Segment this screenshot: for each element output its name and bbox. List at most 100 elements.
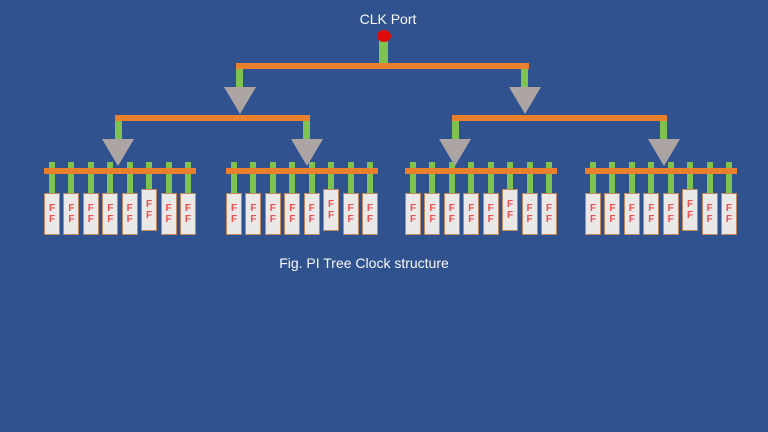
- clock-stub-net: [706, 162, 713, 193]
- clock-stub-net: [590, 162, 596, 193]
- flipflop-label: F: [706, 203, 713, 214]
- flipflop-label: F: [68, 203, 75, 214]
- flipflop-cell: F F: [502, 160, 519, 236]
- flipflop-cell: F F: [160, 160, 177, 236]
- clock-bar-level2-right: [452, 115, 667, 121]
- clk-port-dot-icon: [377, 30, 391, 42]
- flipflop: F F: [82, 193, 99, 235]
- clock-drop-net: [236, 68, 243, 88]
- flipflop-cell: F F: [424, 160, 441, 236]
- flipflop-label: F: [706, 214, 713, 225]
- clock-bar-leaf: [44, 168, 196, 174]
- clock-stub-net: [667, 162, 674, 193]
- flipflop-cell: F F: [226, 160, 242, 236]
- clock-stub-net: [725, 162, 732, 193]
- flipflop-label: F: [269, 214, 276, 225]
- flipflop: F F: [264, 193, 281, 235]
- flipflop: F F: [701, 193, 718, 235]
- flipflop-label: F: [68, 214, 75, 225]
- flipflop: F F: [662, 193, 679, 235]
- down-arrow-icon: [291, 139, 323, 166]
- clock-stub-net: [126, 162, 133, 193]
- flipflop: F F: [682, 189, 699, 231]
- clock-bar-level1: [236, 63, 529, 69]
- flipflop-cell: F F: [245, 160, 262, 236]
- flipflop-label: F: [526, 203, 533, 214]
- clock-stub-net: [628, 162, 635, 193]
- clock-stub-net: [165, 162, 172, 193]
- clock-stub-net: [487, 162, 494, 193]
- flipflop-label: F: [468, 203, 475, 214]
- flipflop-label: F: [184, 214, 191, 225]
- flipflop-cell: F F: [701, 160, 718, 236]
- clock-stub-net: [687, 162, 694, 193]
- clock-stub-net: [347, 162, 354, 193]
- flipflop: F F: [226, 193, 242, 235]
- clock-stub-net: [609, 162, 616, 193]
- flipflop-label: F: [609, 203, 616, 214]
- flipflop-label: F: [468, 214, 475, 225]
- flipflop-cell: F F: [463, 160, 480, 236]
- flipflop-group-2: F F F F F F F F F F F F: [226, 160, 378, 236]
- flipflop-label: F: [667, 214, 674, 225]
- clock-drop-net: [521, 68, 528, 88]
- flipflop-label: F: [409, 203, 417, 214]
- flipflop-label: F: [289, 203, 296, 214]
- flipflop: F F: [284, 193, 301, 235]
- flipflop: F F: [179, 193, 196, 235]
- flipflop-cell: F F: [121, 160, 138, 236]
- flipflop: F F: [245, 193, 262, 235]
- down-arrow-icon: [648, 139, 680, 166]
- flipflop-label: F: [507, 199, 514, 210]
- clock-stub-net: [308, 162, 315, 193]
- flipflop-cell: F F: [303, 160, 320, 236]
- flipflop-label: F: [545, 214, 552, 225]
- flipflop-label: F: [648, 203, 655, 214]
- flipflop-label: F: [648, 214, 655, 225]
- clock-stub-net: [289, 162, 296, 193]
- down-arrow-icon: [102, 139, 134, 166]
- clk-port-label: CLK Port: [359, 11, 417, 27]
- flipflop-label: F: [429, 203, 436, 214]
- flipflop-label: F: [487, 214, 494, 225]
- flipflop-cell: F F: [102, 160, 119, 236]
- clock-stub-net: [68, 162, 75, 193]
- flipflop: F F: [160, 193, 177, 235]
- flipflop-cell: F F: [540, 160, 557, 236]
- flipflop-cell: F F: [443, 160, 460, 236]
- clock-stub-net: [468, 162, 475, 193]
- flipflop: F F: [643, 193, 660, 235]
- flipflop: F F: [443, 193, 460, 235]
- flipflop-group-3: F F F F F F F F F F F F: [405, 160, 557, 236]
- flipflop-label: F: [230, 214, 238, 225]
- flipflop: F F: [540, 193, 557, 235]
- clock-stub-net: [146, 162, 153, 193]
- flipflop-cell: F F: [323, 160, 340, 236]
- flipflop-label: F: [308, 214, 315, 225]
- clock-bar-level2-left: [115, 115, 310, 121]
- clock-stub-net: [87, 162, 94, 193]
- flipflop: F F: [44, 193, 60, 235]
- flipflop-label: F: [347, 203, 354, 214]
- flipflop: F F: [521, 193, 538, 235]
- flipflop-cell: F F: [44, 160, 60, 236]
- flipflop: F F: [463, 193, 480, 235]
- clock-drop-net: [115, 120, 122, 140]
- flipflop-cell: F F: [141, 160, 158, 236]
- flipflop-label: F: [545, 203, 552, 214]
- flipflop-label: F: [589, 214, 597, 225]
- clock-stub-net: [328, 162, 335, 193]
- clock-stub-net: [366, 162, 373, 193]
- flipflop-label: F: [146, 210, 153, 221]
- flipflop: F F: [482, 193, 499, 235]
- flipflop-label: F: [725, 203, 732, 214]
- flipflop: F F: [720, 193, 737, 235]
- clock-drop-net: [660, 120, 667, 140]
- flipflop-label: F: [628, 214, 635, 225]
- flipflop-label: F: [609, 214, 616, 225]
- flipflop-cell: F F: [342, 160, 359, 236]
- flipflop-label: F: [107, 214, 114, 225]
- flipflop: F F: [405, 193, 421, 235]
- flipflop-label: F: [589, 203, 597, 214]
